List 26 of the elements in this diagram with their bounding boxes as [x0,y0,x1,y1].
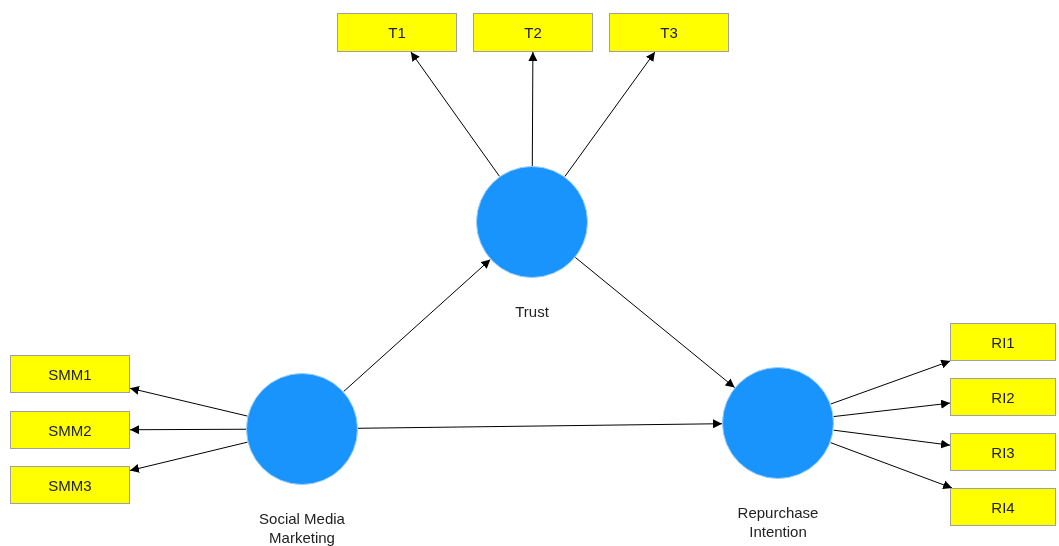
indicator-box: RI2 [950,378,1056,416]
arrow [833,399,951,418]
indicator-box: T1 [337,13,457,52]
arrow [833,429,951,449]
arrow [129,385,248,417]
construct-label: Trust [514,302,550,321]
indicator-box: T3 [609,13,729,52]
arrow [129,425,247,435]
arrow [357,419,723,429]
indicator-box: SMM1 [10,355,130,393]
arrow [829,442,953,490]
indicator-box: RI4 [950,488,1056,526]
arrow [410,51,500,177]
construct-label: Repurchase Intention [736,503,820,541]
indicator-box: SMM3 [10,466,130,504]
arrow [343,258,491,393]
indicator-box: T2 [473,13,593,52]
indicator-box: RI3 [950,433,1056,471]
arrow [574,256,736,389]
arrow [129,441,249,473]
arrow [528,51,538,167]
indicator-box: SMM2 [10,411,130,449]
construct-label: Social Media Marketing [258,509,346,546]
arrow [830,359,951,405]
arrow [564,51,656,178]
indicator-box: RI1 [950,323,1056,361]
